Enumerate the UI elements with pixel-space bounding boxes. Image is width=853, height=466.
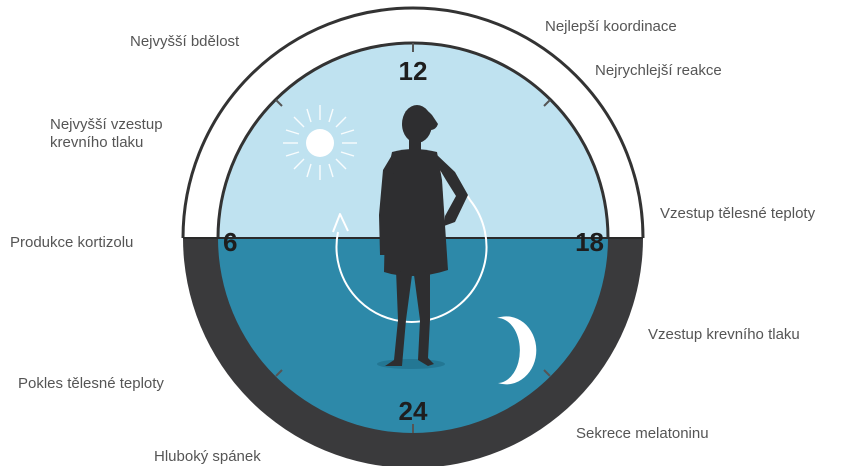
sun-icon: [283, 105, 357, 180]
hour-label-24: 24: [399, 396, 428, 426]
label-fastest-reaction: Nejrychlejší reakce: [595, 62, 722, 79]
label-melatonin-secretion: Sekrece melatoninu: [576, 425, 709, 442]
label-blood-pressure-rise: Vzestup krevního tlaku: [648, 326, 800, 343]
hour-label-6: 6: [223, 227, 237, 257]
hour-label-12: 12: [399, 56, 428, 86]
label-deep-sleep: Hluboký spánek: [154, 448, 261, 465]
clock-ticks: [275, 43, 551, 433]
label-cortisol-production: Produkce kortizolu: [10, 234, 134, 251]
night-water: [218, 238, 608, 433]
label-best-coordination: Nejlepší koordinace: [545, 18, 677, 35]
moon-icon: [497, 316, 537, 385]
label-body-temperature-drop: Pokles tělesné teploty: [18, 375, 164, 392]
person-silhouette-icon: [377, 105, 468, 369]
hour-label-18: 18: [575, 227, 604, 257]
label-highest-blood-pressure-rise: Nejvyšší vzestup krevního tlaku: [50, 116, 163, 151]
label-highest-alertness: Nejvyšší bdělost: [130, 33, 240, 50]
label-body-temperature-rise: Vzestup tělesné teploty: [660, 205, 816, 222]
